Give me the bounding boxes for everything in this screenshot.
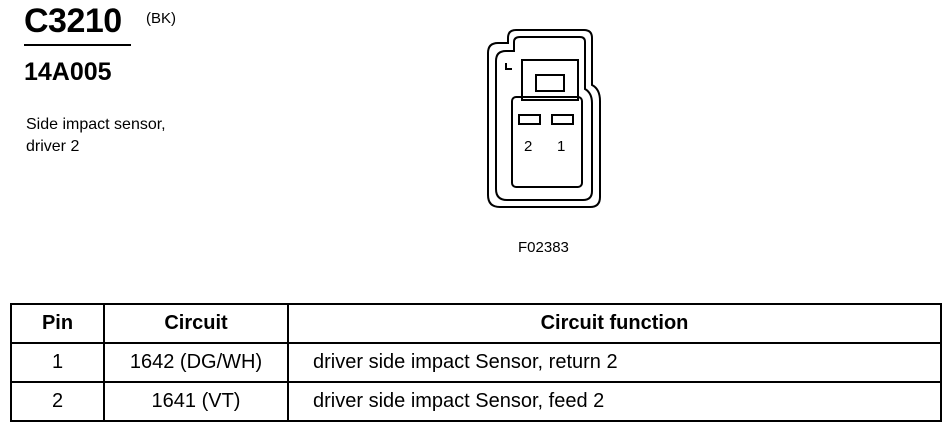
terminal-cavity-2 xyxy=(518,114,541,125)
pin-cell: 2 xyxy=(10,381,105,422)
housing-outer-outline xyxy=(487,29,601,208)
connector-id: C3210 xyxy=(24,2,122,40)
circuit-cell: 1642 (DG/WH) xyxy=(103,342,289,383)
circuit-function-cell: driver side impact Sensor, feed 2 xyxy=(287,381,942,422)
pinout-table: Pin Circuit Circuit function 1 1642 (DG/… xyxy=(10,303,942,422)
connector-description: Side impact sensor, driver 2 xyxy=(26,114,166,158)
column-header-pin: Pin xyxy=(10,303,105,344)
description-line-2: driver 2 xyxy=(26,138,80,155)
connector-face-diagram: 2 1 xyxy=(487,29,601,208)
pin-label-1: 1 xyxy=(557,138,565,155)
title-underline xyxy=(24,44,131,46)
figure-code: F02383 xyxy=(518,239,569,256)
part-number: 14A005 xyxy=(24,58,112,86)
circuit-cell: 1641 (VT) xyxy=(103,381,289,422)
pin-label-2: 2 xyxy=(524,138,532,155)
table-header-row: Pin Circuit Circuit function xyxy=(10,303,942,344)
latch-tab xyxy=(535,74,565,92)
pin-cell: 1 xyxy=(10,342,105,383)
latch-rect xyxy=(521,59,579,101)
housing-inner-outline xyxy=(495,36,593,201)
column-header-circuit: Circuit xyxy=(103,303,289,344)
table-row: 2 1641 (VT) driver side impact Sensor, f… xyxy=(10,381,942,422)
column-header-circuit-function: Circuit function xyxy=(287,303,942,344)
table-row: 1 1642 (DG/WH) driver side impact Sensor… xyxy=(10,342,942,383)
circuit-function-cell: driver side impact Sensor, return 2 xyxy=(287,342,942,383)
connector-color-code: (BK) xyxy=(146,10,176,27)
description-line-1: Side impact sensor, xyxy=(26,116,166,133)
terminal-block xyxy=(511,96,583,188)
terminal-cavity-1 xyxy=(551,114,574,125)
latch-outline xyxy=(505,63,512,70)
